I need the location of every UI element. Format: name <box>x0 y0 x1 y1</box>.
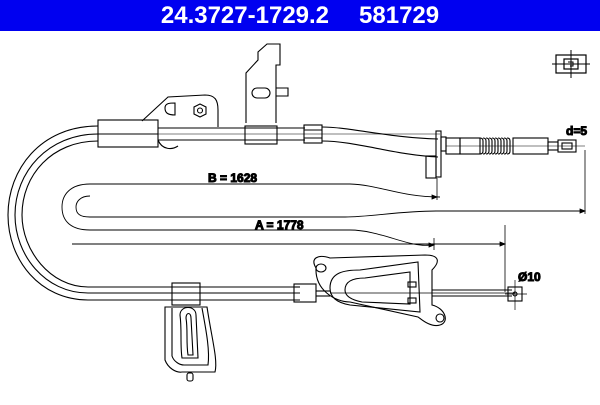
lower-clip-bracket <box>164 282 217 382</box>
left-tube-sleeve <box>97 119 440 148</box>
end-fitting-symbol-icon <box>552 50 590 78</box>
crimp-sleeve <box>303 124 323 144</box>
part-number: 24.3727-1729.2 <box>160 1 330 29</box>
dimension-loop-b <box>61 183 585 246</box>
mounting-plate <box>141 94 219 150</box>
dimension-a-label: A = 1778 <box>255 218 304 232</box>
title-bar: 24.3727-1729.2 581729 <box>0 0 600 31</box>
dimension-d-label: d=5 <box>566 124 587 138</box>
right-flange-boot <box>425 130 585 179</box>
lower-cable-assembly <box>293 283 515 303</box>
diameter-label: Ø10 <box>518 270 541 284</box>
dimension-verticals <box>428 150 587 292</box>
dimension-b-label: B = 1628 <box>208 171 257 185</box>
reference-number: 581729 <box>359 1 440 29</box>
equalizer-plate <box>313 254 446 327</box>
cable-bend-right <box>321 126 439 158</box>
ball-end-fitting <box>505 280 527 310</box>
outer-cable-loop <box>7 125 300 301</box>
cable-drawing: B = 1628 A = 1778 d=5 Ø10 <box>0 31 600 400</box>
vertical-bracket <box>244 43 289 145</box>
